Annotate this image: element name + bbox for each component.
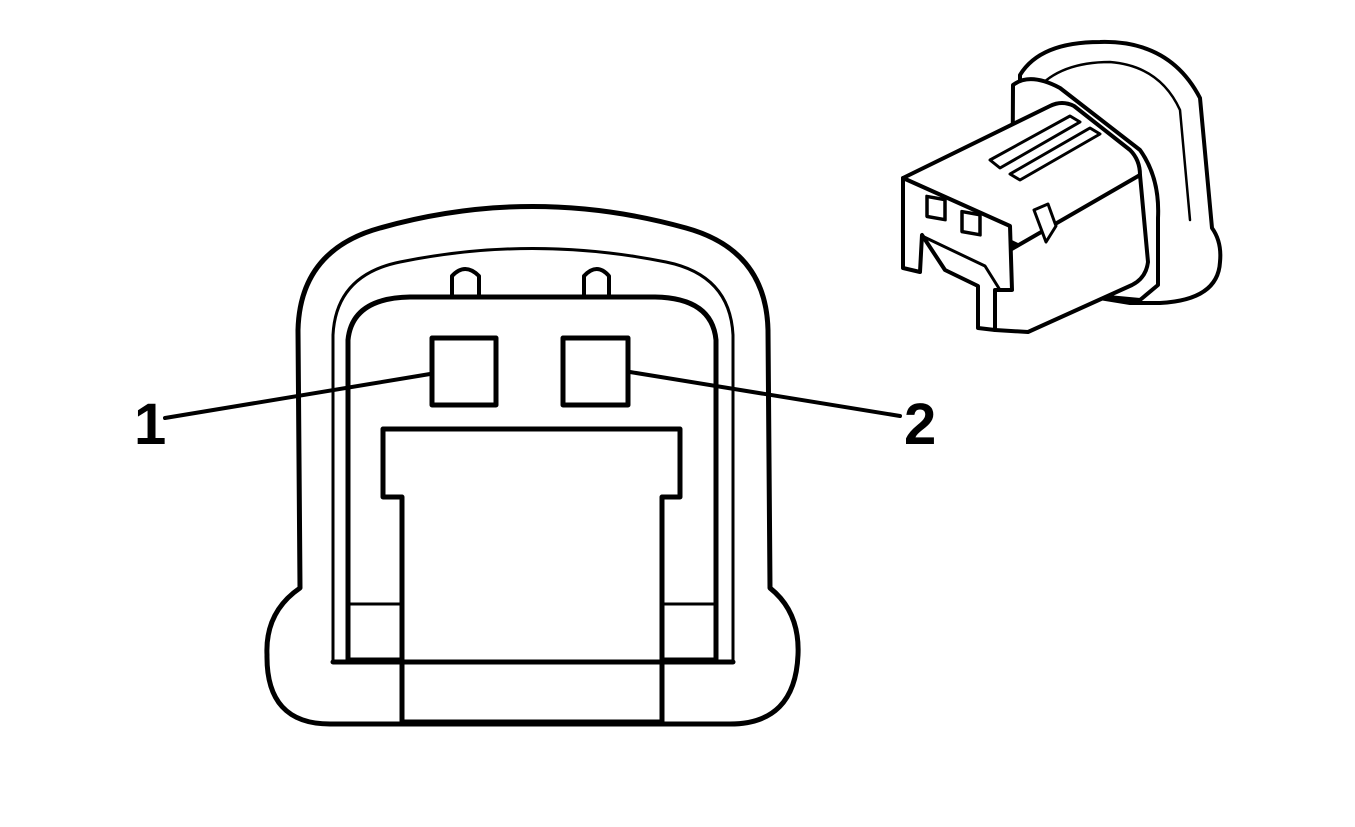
iso-lock-tab	[1032, 202, 1058, 244]
housing-outer-outline	[264, 204, 801, 727]
leader-line-2	[628, 370, 902, 418]
leader-line-1	[163, 372, 432, 420]
iso-front-side	[993, 173, 1150, 334]
callout-2: 2	[904, 392, 936, 457]
iso-terminal-1	[925, 194, 947, 222]
latch-post-left	[450, 267, 481, 299]
connector-face	[264, 204, 801, 727]
center-key	[380, 426, 683, 725]
connector-isometric-view	[901, 39, 1223, 334]
iso-latch-rib-1	[988, 114, 1082, 170]
housing-inner-outline	[331, 247, 735, 662]
latch-post-right	[582, 267, 611, 299]
iso-rear-inner-line	[1034, 60, 1192, 222]
terminal-pin-2	[560, 335, 631, 408]
callout-1: 1	[134, 392, 166, 457]
iso-terminal-2	[960, 209, 982, 237]
iso-key-slot	[920, 234, 1002, 292]
iso-latch-rib-2	[1008, 126, 1102, 182]
terminal-pin-1	[429, 335, 499, 408]
